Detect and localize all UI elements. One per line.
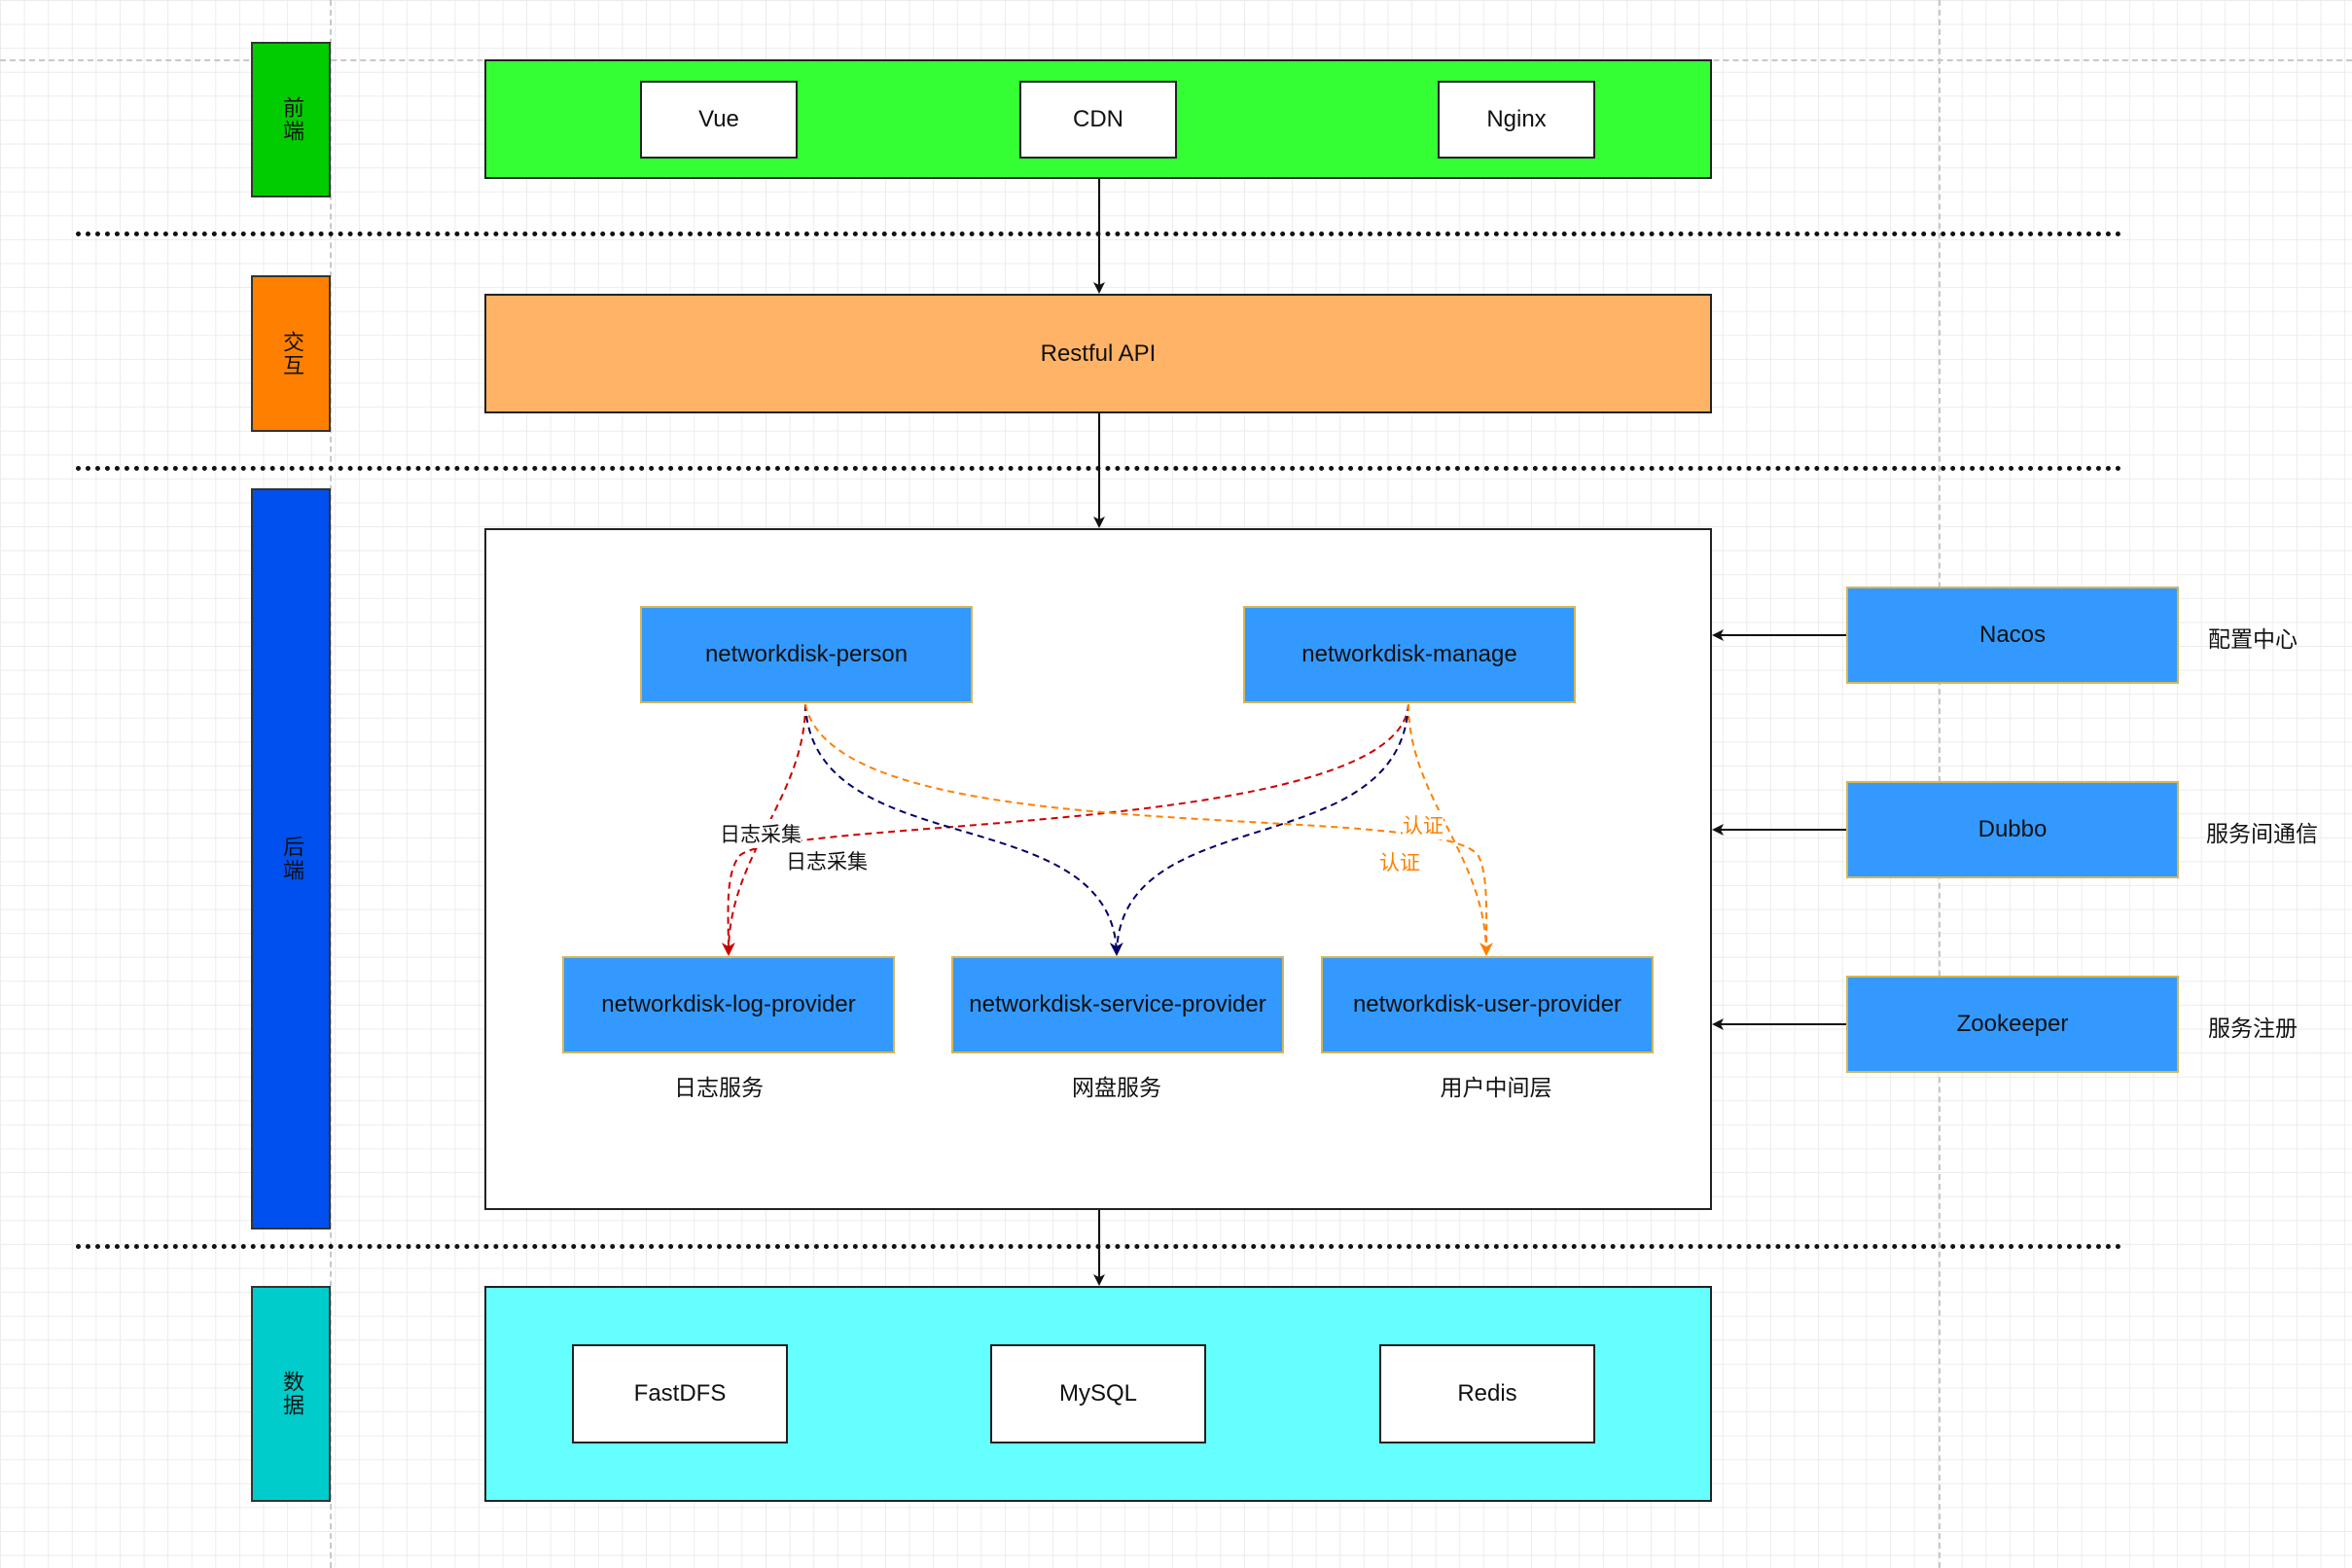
edge-manage-to-log (727, 703, 1409, 955)
zookeeper-node[interactable]: Zookeeper (1846, 976, 2179, 1073)
nacos-node[interactable]: Nacos (1846, 587, 2179, 684)
networkdisk-manage-node[interactable]: networkdisk-manage (1243, 606, 1576, 703)
mysql-node[interactable]: MySQL (990, 1344, 1206, 1443)
nginx-node[interactable]: Nginx (1438, 81, 1595, 159)
lane-frontend[interactable]: 前端 (251, 42, 331, 197)
lane-data[interactable]: 数据 (251, 1286, 331, 1502)
networkdisk-person-node[interactable]: networkdisk-person (640, 606, 973, 703)
edge-label-auth-1: 认证 (1403, 810, 1443, 839)
edge-manage-to-service (1116, 703, 1409, 955)
networkdisk-service-provider-node[interactable]: networkdisk-service-provider (951, 956, 1284, 1053)
vue-node[interactable]: Vue (640, 81, 798, 159)
cdn-node[interactable]: CDN (1019, 81, 1177, 159)
lane-frontend-label: 前端 (279, 96, 303, 143)
restful-api-panel[interactable]: Restful API (484, 294, 1712, 413)
edge-label-log-2: 日志采集 (786, 846, 868, 875)
dubbo-node[interactable]: Dubbo (1846, 781, 2179, 878)
lane-interaction-label: 交互 (279, 330, 303, 377)
edge-manage-to-user (1408, 703, 1493, 956)
dubbo-caption: 服务间通信 (2206, 822, 2318, 847)
lane-interaction[interactable]: 交互 (251, 275, 331, 432)
edge-label-auth-2: 认证 (1379, 847, 1420, 876)
nacos-caption: 配置中心 (2208, 627, 2298, 653)
lane-backend[interactable]: 后端 (251, 488, 331, 1229)
zookeeper-caption: 服务注册 (2208, 1016, 2298, 1042)
edge-person-to-user (804, 703, 1488, 955)
fastdfs-node[interactable]: FastDFS (572, 1344, 788, 1443)
lane-data-label: 数据 (279, 1371, 303, 1417)
redis-node[interactable]: Redis (1379, 1344, 1595, 1443)
networkdisk-log-provider-node[interactable]: networkdisk-log-provider (562, 956, 895, 1053)
user-middle-layer-caption: 用户中间层 (1440, 1076, 1552, 1101)
edge-label-log-1: 日志采集 (720, 819, 802, 848)
edge-person-to-service (804, 703, 1123, 956)
lane-backend-label: 后端 (279, 836, 303, 882)
disk-service-caption: 网盘服务 (1072, 1076, 1161, 1101)
guide-line (330, 0, 332, 1568)
log-service-caption: 日志服务 (674, 1076, 764, 1101)
networkdisk-user-provider-node[interactable]: networkdisk-user-provider (1321, 956, 1654, 1053)
